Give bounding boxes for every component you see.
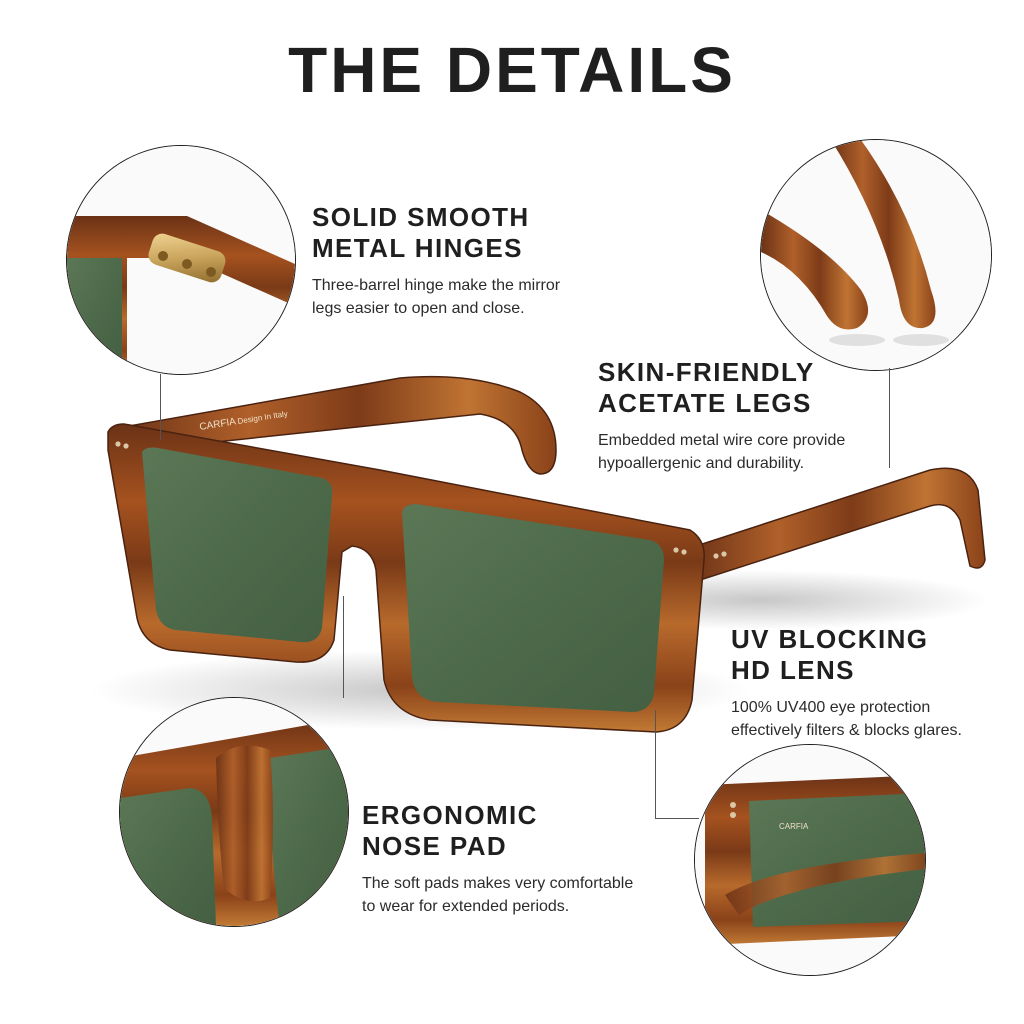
feature-legs: SKIN-FRIENDLY ACETATE LEGS Embedded meta… <box>598 357 918 475</box>
feature-legs-description: Embedded metal wire core provide hypoall… <box>598 432 846 472</box>
lens-engraving-brand: CARFIA <box>779 822 809 831</box>
lens-detail-image: CARFIA <box>695 745 925 975</box>
hinge-leader-line <box>160 374 161 440</box>
feature-nose-pad: ERGONOMIC NOSE PAD The soft pads makes v… <box>362 800 682 918</box>
feature-legs-heading: SKIN-FRIENDLY ACETATE LEGS <box>598 357 815 418</box>
feature-nose-description: The soft pads makes very comfortable to … <box>362 875 634 915</box>
feature-hinges: SOLID SMOOTH METAL HINGES Three-barrel h… <box>312 202 642 320</box>
nose-pad-image <box>120 698 348 926</box>
feature-hinges-heading: SOLID SMOOTH METAL HINGES <box>312 202 530 263</box>
nose-pad-detail-circle <box>119 697 349 927</box>
feature-hinges-description: Three-barrel hinge make the mirror legs … <box>312 277 561 317</box>
hinge-detail-image <box>67 146 295 374</box>
lens-leader-line-vertical <box>655 710 656 818</box>
lens-leader-line-horizontal <box>655 818 699 819</box>
feature-lens-heading: UV BLOCKING HD LENS <box>731 624 929 685</box>
temple-tips-image <box>761 140 991 370</box>
nose-leader-line <box>343 596 344 698</box>
page-title: THE DETAILS <box>288 34 736 106</box>
feature-lens: UV BLOCKING HD LENS 100% UV400 eye prote… <box>731 624 1011 742</box>
acetate-legs-detail-circle <box>760 139 992 371</box>
lens-detail-circle: CARFIA <box>694 744 926 976</box>
legs-leader-line <box>889 368 890 468</box>
hinge-icon <box>148 233 226 283</box>
feature-nose-heading: ERGONOMIC NOSE PAD <box>362 800 538 861</box>
hinge-detail-circle <box>66 145 296 375</box>
feature-lens-description: 100% UV400 eye protection effectively fi… <box>731 699 962 739</box>
